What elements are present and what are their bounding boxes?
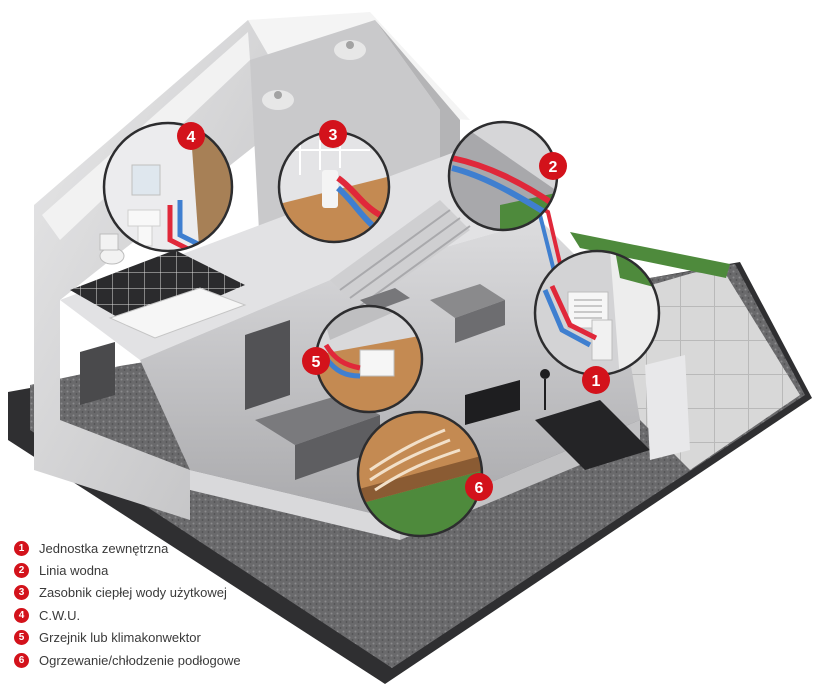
badge-1: 1 [582,366,610,394]
legend-number: 5 [14,630,29,646]
tv [465,380,520,425]
legend-number: 6 [14,652,29,668]
legend-number: 3 [14,585,29,601]
legend-label: Zasobnik ciepłej wody użytkowej [39,585,227,601]
legend-label: Grzejnik lub klimakonwektor [39,630,201,646]
badge-6: 6 [465,473,493,501]
badge-4: 4 [177,122,205,150]
sofa [430,284,505,318]
svg-text:5: 5 [312,354,321,371]
legend-item: 4 C.W.U. [14,604,344,626]
badge-5: 5 [302,347,330,375]
detail-underfloor [358,412,482,536]
legend: 1 Jednostka zewnętrzna 2 Linia wodna 3 Z… [14,537,344,671]
front-door [645,355,690,460]
svg-text:2: 2 [549,159,558,176]
legend-label: Linia wodna [39,563,109,579]
svg-text:6: 6 [475,480,484,497]
legend-item: 1 Jednostka zewnętrzna [14,537,344,559]
legend-number: 4 [14,607,29,623]
svg-text:3: 3 [329,127,338,144]
badges: 1 2 3 4 5 6 [177,120,610,501]
legend-item: 6 Ogrzewanie/chłodzenie podłogowe [14,649,344,671]
legend-label: Jednostka zewnętrzna [39,540,169,556]
legend-number: 2 [14,563,29,579]
badge-3: 3 [319,120,347,148]
legend-item: 5 Grzejnik lub klimakonwektor [14,627,344,649]
legend-item: 3 Zasobnik ciepłej wody użytkowej [14,582,344,604]
badge-2: 2 [539,152,567,180]
legend-number: 1 [14,540,29,556]
legend-item: 2 Linia wodna [14,559,344,581]
svg-text:4: 4 [187,129,196,146]
fridge [245,320,290,410]
svg-text:1: 1 [592,373,601,390]
staircase [330,200,470,310]
legend-label: Ogrzewanie/chłodzenie podłogowe [39,652,241,668]
detail-water-line [449,122,557,230]
bathtub [108,287,247,339]
detail-hot-water-tank [279,132,389,242]
bathroom-floor [70,250,245,330]
side-window [80,342,115,405]
detail-radiator [316,306,422,412]
legend-label: C.W.U. [39,607,81,623]
